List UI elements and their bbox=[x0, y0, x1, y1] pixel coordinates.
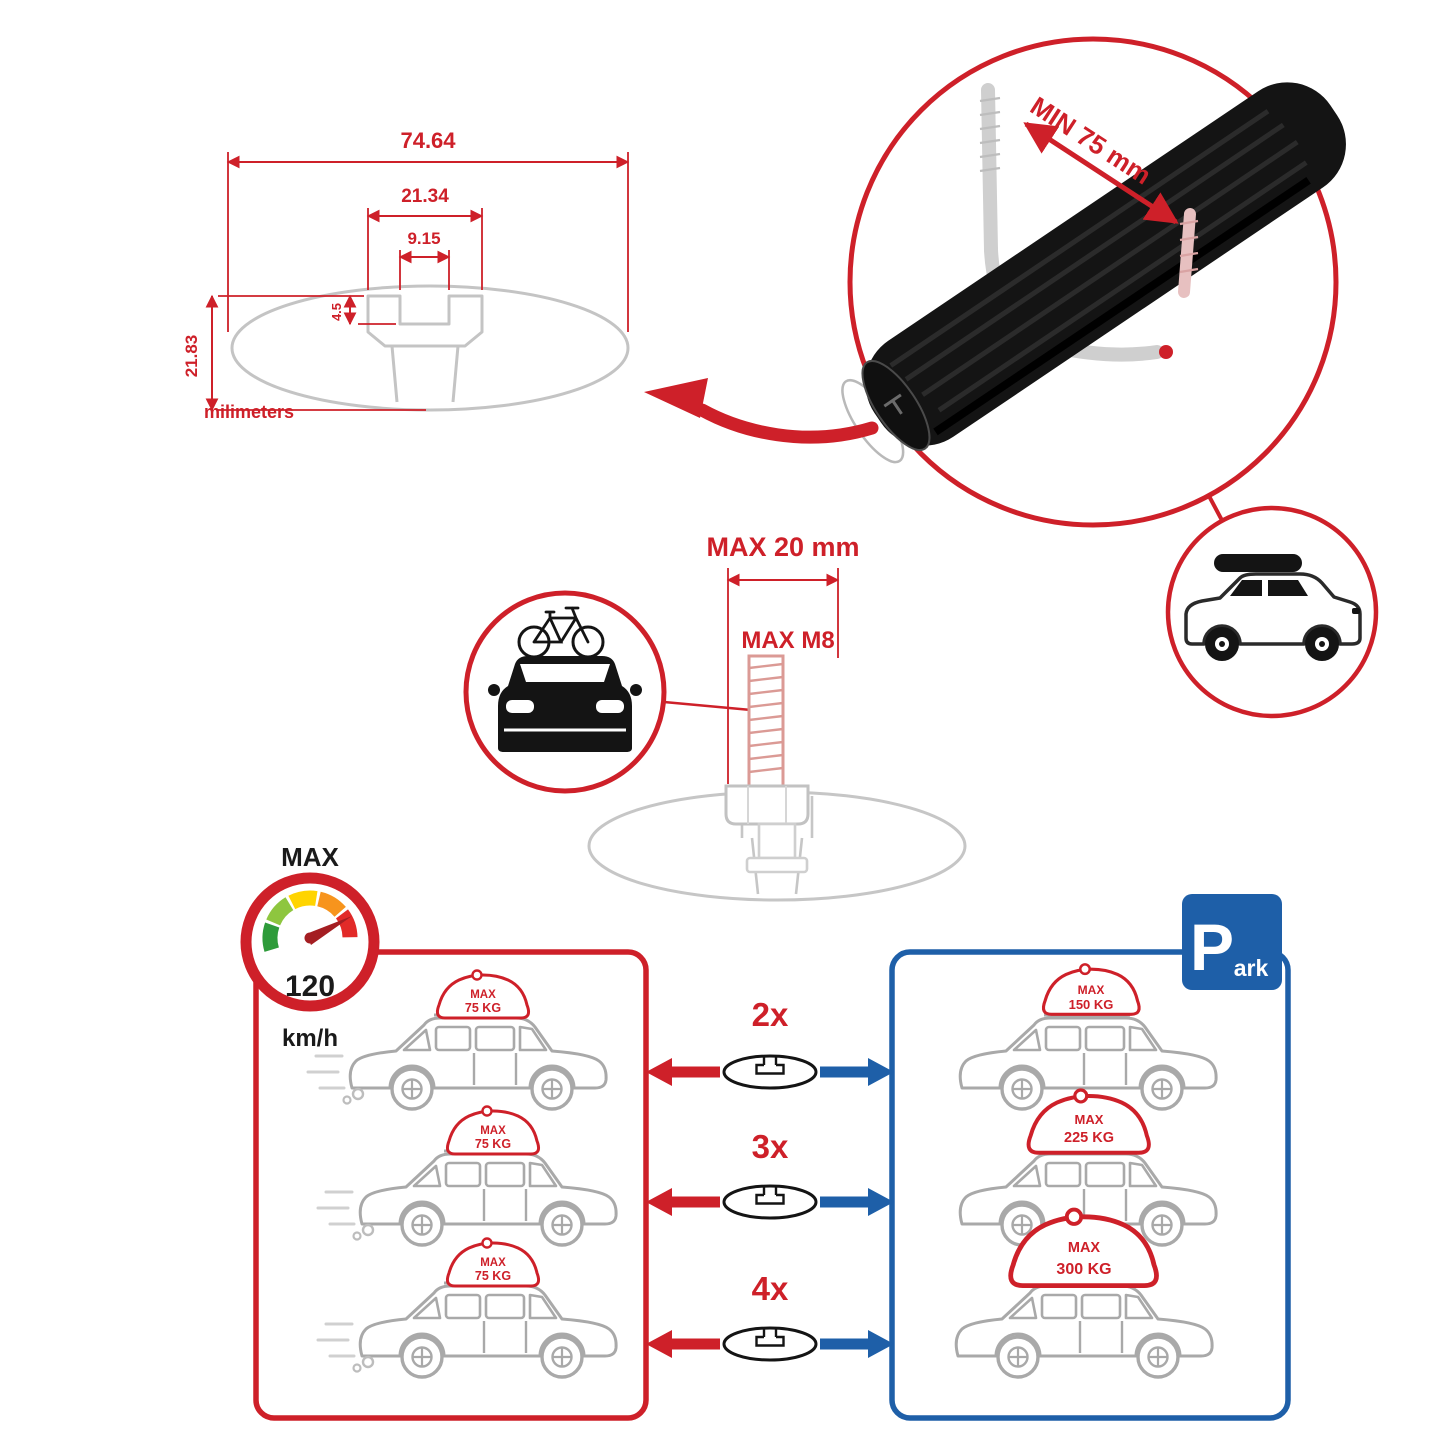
speed-max-heading: MAX bbox=[281, 842, 339, 872]
crossbar-detail-view: MIN 75 mm bbox=[644, 36, 1346, 528]
dim-slot-width-label: 9.15 bbox=[407, 229, 440, 248]
crossbar-profile-icon bbox=[644, 1054, 896, 1090]
bag-max-label: MAX bbox=[480, 1125, 506, 1137]
speed-limit-value: 120 bbox=[285, 970, 335, 1003]
bag-weight-label: 300 KG bbox=[1056, 1261, 1111, 1278]
speed-limit-gauge: MAX 120 km/h bbox=[240, 842, 380, 1052]
multiplier-label: 3x bbox=[752, 1128, 789, 1165]
bag-weight-label: 225 KG bbox=[1064, 1130, 1114, 1146]
speedometer-icon bbox=[262, 890, 358, 952]
dim-slot-depth-label: 4.5 bbox=[329, 303, 344, 321]
bag-max-label: MAX bbox=[470, 989, 496, 1001]
crossbar-profile-outline bbox=[230, 284, 630, 412]
driving-load-panel: MAX 75 KG MAX 75 KG MAX 75 KG bbox=[253, 949, 649, 1421]
bike-on-car-circle bbox=[463, 590, 667, 794]
t-slot-channel-shape bbox=[366, 294, 484, 348]
bag-weight-label: 75 KG bbox=[465, 1001, 501, 1015]
bag-max-label: MAX bbox=[1078, 983, 1105, 997]
multiplier-column: 2x 3x 4x bbox=[644, 996, 896, 1362]
suv-roofbox-icon bbox=[1184, 554, 1362, 661]
bike-on-car-icon bbox=[488, 606, 642, 752]
units-label: milimeters bbox=[204, 402, 294, 422]
max-bolt-length-label: MAX 20 mm bbox=[706, 532, 859, 562]
park-sign-letter: P bbox=[1190, 910, 1234, 984]
pointer-arrow-tail bbox=[695, 403, 879, 444]
dim-total-width-label: 74.64 bbox=[400, 128, 456, 153]
parked-load-panel: MAX 150 KG MAX 225 KG MAX 300 KG P ark bbox=[889, 894, 1291, 1421]
pointer-arrow-head bbox=[644, 378, 708, 418]
clamp-end-dot bbox=[1159, 345, 1173, 359]
bag-max-label: MAX bbox=[480, 1257, 506, 1269]
bag-max-label: MAX bbox=[1068, 1240, 1101, 1256]
crossbar-profile-icon bbox=[644, 1326, 896, 1362]
dim-total-height-label: 21.83 bbox=[182, 335, 201, 378]
bag-weight-label: 150 KG bbox=[1069, 997, 1114, 1012]
bolt-spec-diagram: MAX 20 mm MAX M8 bbox=[587, 532, 967, 902]
park-sign-suffix: ark bbox=[1234, 955, 1269, 981]
speed-limit-unit: km/h bbox=[282, 1025, 338, 1052]
crossbar-3d-render bbox=[841, 82, 1346, 464]
suv-roofbox-circle bbox=[1165, 505, 1379, 719]
t-bolt-icon bbox=[724, 654, 810, 874]
bag-weight-label: 75 KG bbox=[475, 1137, 511, 1151]
multiplier-label: 2x bbox=[752, 996, 789, 1033]
max-thread-label: MAX M8 bbox=[741, 627, 834, 654]
crossbar-profile-icon bbox=[644, 1184, 896, 1220]
bag-max-label: MAX bbox=[1075, 1112, 1104, 1127]
clamp-thread-front bbox=[1178, 208, 1196, 298]
dim-channel-width-label: 21.34 bbox=[401, 186, 449, 207]
bag-weight-label: 75 KG bbox=[475, 1269, 511, 1283]
park-sign-icon: P ark bbox=[1182, 894, 1282, 990]
crossbar-profile-dimension-diagram: 74.64 21.34 9.15 21.83 4.5 milimeters bbox=[182, 128, 630, 422]
multiplier-label: 4x bbox=[752, 1270, 789, 1307]
